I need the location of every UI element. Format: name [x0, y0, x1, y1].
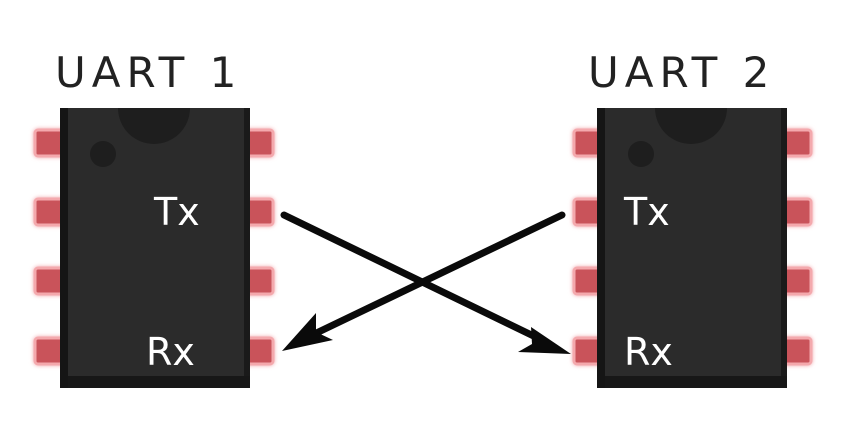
arrow-uart1-tx-to-uart2-rx — [280, 211, 552, 347]
uart-2-chip — [572, 108, 813, 388]
uart-2-pin1-dot — [628, 141, 654, 167]
uart-1-title: UART 1 — [55, 48, 243, 97]
uart-2-title: UART 2 — [588, 48, 776, 97]
arrowhead-uart2-rx — [518, 327, 571, 354]
uart-2-rx-label: Rx — [624, 330, 673, 374]
uart-1-rx-label: Rx — [146, 330, 195, 374]
uart-1-notch — [118, 108, 190, 144]
uart-2-tx-label: Tx — [624, 190, 670, 234]
arrow-uart2-tx-to-uart1-rx — [302, 211, 566, 342]
uart-1-tx-label: Tx — [154, 190, 200, 234]
arrowhead-uart1-rx — [282, 313, 333, 351]
connection-arrows — [280, 211, 571, 354]
uart-2-notch — [655, 108, 727, 144]
uart-1-chip — [33, 108, 275, 388]
uart-1-pin1-dot — [90, 141, 116, 167]
